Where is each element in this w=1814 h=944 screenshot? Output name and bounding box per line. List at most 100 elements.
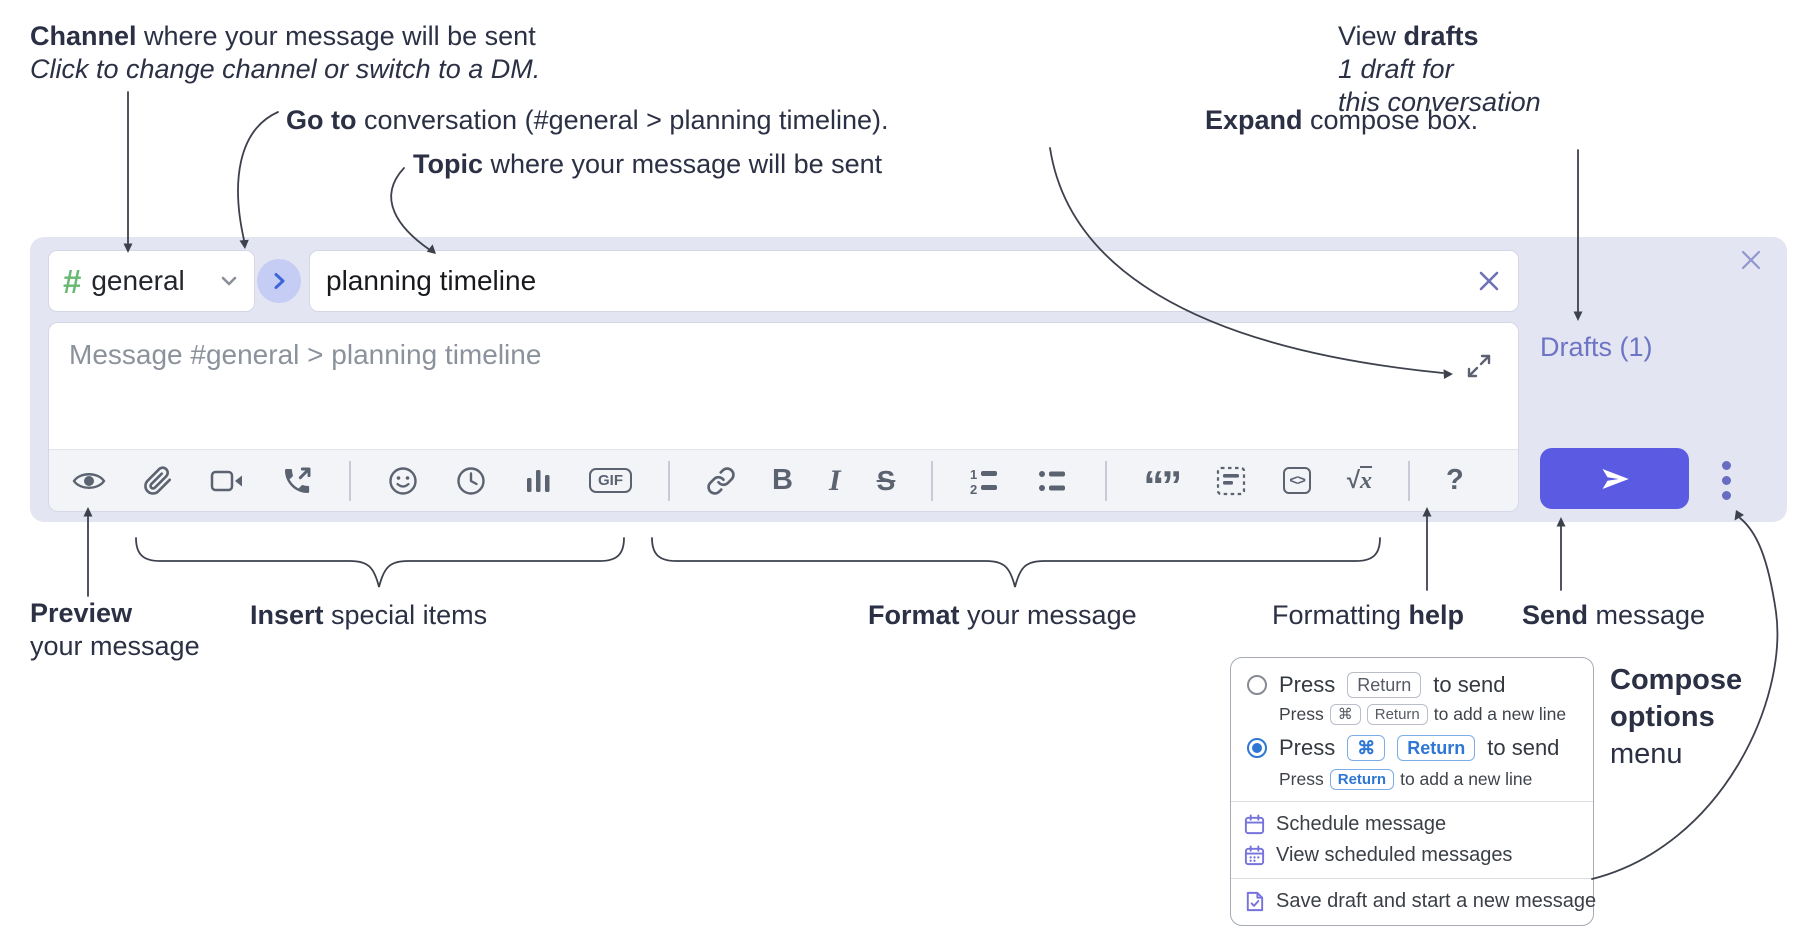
strikethrough-icon[interactable]: S <box>877 461 896 501</box>
close-icon <box>1741 250 1761 270</box>
time-icon[interactable] <box>455 461 487 501</box>
emoji-icon[interactable] <box>387 461 419 501</box>
option-return-to-send[interactable]: Press Return to send <box>1231 668 1593 701</box>
annotation-topic: Topic where your message will be sent <box>413 148 882 181</box>
compose-options-popup: Press Return to send Press ⌘ Return to a… <box>1230 657 1596 926</box>
option-cmd-return-sub: Press Return to add a new line <box>1279 768 1533 790</box>
keycap-return: Return <box>1347 671 1422 698</box>
channel-selector[interactable]: # general <box>48 250 255 312</box>
chevron-right-icon <box>274 273 285 289</box>
annotation-expand-rest: compose box. <box>1302 105 1479 135</box>
channel-hash-icon: # <box>63 262 82 300</box>
annotation-help-pre: Formatting <box>1272 600 1409 630</box>
annotation-insert-rest: special items <box>323 600 488 630</box>
annotation-format-bold: Format <box>868 600 960 630</box>
formatting-help-icon[interactable]: ? <box>1446 461 1464 501</box>
menu-item-schedule-message[interactable]: Schedule message <box>1231 809 1593 840</box>
expand-compose-button[interactable] <box>1462 349 1496 383</box>
attach-file-icon[interactable] <box>143 461 173 501</box>
calendar-icon <box>1244 814 1265 835</box>
ellipsis-dot <box>1722 491 1731 500</box>
clear-topic-button[interactable] <box>1473 265 1505 297</box>
code-icon[interactable]: <> <box>1283 461 1311 501</box>
close-compose-button[interactable] <box>1736 245 1766 275</box>
brace-format <box>651 537 1381 588</box>
message-card: GIF B I S 12 <box>48 322 1519 512</box>
annotation-goto-bold: Go to <box>286 105 357 135</box>
preview-icon[interactable] <box>71 461 107 501</box>
toolbar-separator <box>668 460 670 501</box>
annotation-drafts-pre: View <box>1338 21 1404 51</box>
keycap-return: Return <box>1397 734 1476 761</box>
send-plane-icon <box>1602 468 1629 489</box>
math-icon[interactable]: √x <box>1347 461 1372 501</box>
annotation-send-bold: Send <box>1522 600 1589 630</box>
annotation-channel-rest: where your message will be sent <box>136 21 536 51</box>
radio-unselected-icon[interactable] <box>1247 674 1267 695</box>
gif-icon[interactable]: GIF <box>589 461 632 501</box>
brace-insert <box>135 537 625 588</box>
toolbar-separator <box>349 460 351 501</box>
option-cmd-return-to-send[interactable]: Press ⌘ Return to send <box>1231 729 1593 766</box>
italic-icon[interactable]: I <box>829 461 841 501</box>
menu-item-view-scheduled[interactable]: View scheduled messages <box>1231 840 1593 871</box>
keycap-cmd: ⌘ <box>1329 703 1361 725</box>
annotation-compose-options: Compose options menu <box>1610 662 1742 773</box>
bold-icon[interactable]: B <box>772 461 793 501</box>
spoiler-icon[interactable] <box>1215 461 1247 501</box>
poll-icon[interactable] <box>523 461 553 501</box>
annotation-format-rest: your message <box>959 600 1137 630</box>
ellipsis-dot <box>1722 461 1731 470</box>
voice-call-icon[interactable] <box>281 461 313 501</box>
annotation-preview: Preview your message <box>30 597 200 663</box>
svg-text:2: 2 <box>970 482 977 496</box>
annotation-insert-bold: Insert <box>250 600 324 630</box>
annotation-drafts-line3: this conversation <box>1338 87 1541 117</box>
link-icon[interactable] <box>706 461 736 501</box>
annotation-send: Send message <box>1522 599 1705 632</box>
menu-item-save-draft[interactable]: Save draft and start a new message <box>1231 886 1596 917</box>
send-button[interactable] <box>1540 448 1689 509</box>
ellipsis-dot <box>1722 476 1731 485</box>
annotation-preview-line2: your message <box>30 631 200 661</box>
quote-icon[interactable]: “” <box>1143 461 1179 501</box>
keycap-cmd: ⌘ <box>1347 734 1386 761</box>
toolbar-separator <box>1105 460 1108 501</box>
arrow-goto <box>237 111 279 241</box>
annotation-drafts: View drafts 1 draft for this conversatio… <box>1338 20 1541 119</box>
svg-text:1: 1 <box>970 467 977 482</box>
topic-input[interactable] <box>309 250 1519 312</box>
video-call-icon[interactable] <box>209 461 245 501</box>
annotation-topic-rest: where your message will be sent <box>483 149 883 179</box>
keycap-return: Return <box>1366 703 1428 725</box>
popup-divider <box>1231 801 1593 802</box>
annotation-format: Format your message <box>868 599 1137 632</box>
compose-options-menu-button[interactable] <box>1722 461 1731 500</box>
annotation-channel-sub: Click to change channel or switch to a D… <box>30 54 541 84</box>
chevron-down-icon <box>221 276 237 286</box>
popup-divider <box>1231 878 1593 879</box>
radio-selected-icon[interactable] <box>1247 737 1267 758</box>
annotation-help: Formatting help <box>1272 599 1464 632</box>
channel-name: general <box>91 265 185 296</box>
draft-check-icon <box>1246 891 1264 912</box>
annotation-compose-line3: menu <box>1610 738 1683 770</box>
close-icon <box>1479 271 1499 291</box>
annotation-compose-line2: options <box>1610 701 1715 733</box>
option-return-sub: Press ⌘ Return to add a new line <box>1279 703 1567 725</box>
annotation-compose-line1: Compose <box>1610 664 1743 696</box>
annotation-drafts-line2: 1 draft for <box>1338 54 1454 84</box>
drafts-link[interactable]: Drafts (1) <box>1540 332 1653 362</box>
bulleted-list-icon[interactable] <box>1037 461 1069 501</box>
annotation-help-bold: help <box>1408 600 1465 630</box>
annotation-send-rest: message <box>1588 600 1706 630</box>
annotation-goto-rest: conversation (#general > planning timeli… <box>356 105 889 135</box>
annotation-drafts-bold: drafts <box>1403 21 1479 51</box>
message-input[interactable] <box>49 323 1518 450</box>
toolbar-separator <box>1408 460 1411 501</box>
go-to-conversation-button[interactable] <box>257 259 301 303</box>
annotation-topic-bold: Topic <box>413 149 483 179</box>
